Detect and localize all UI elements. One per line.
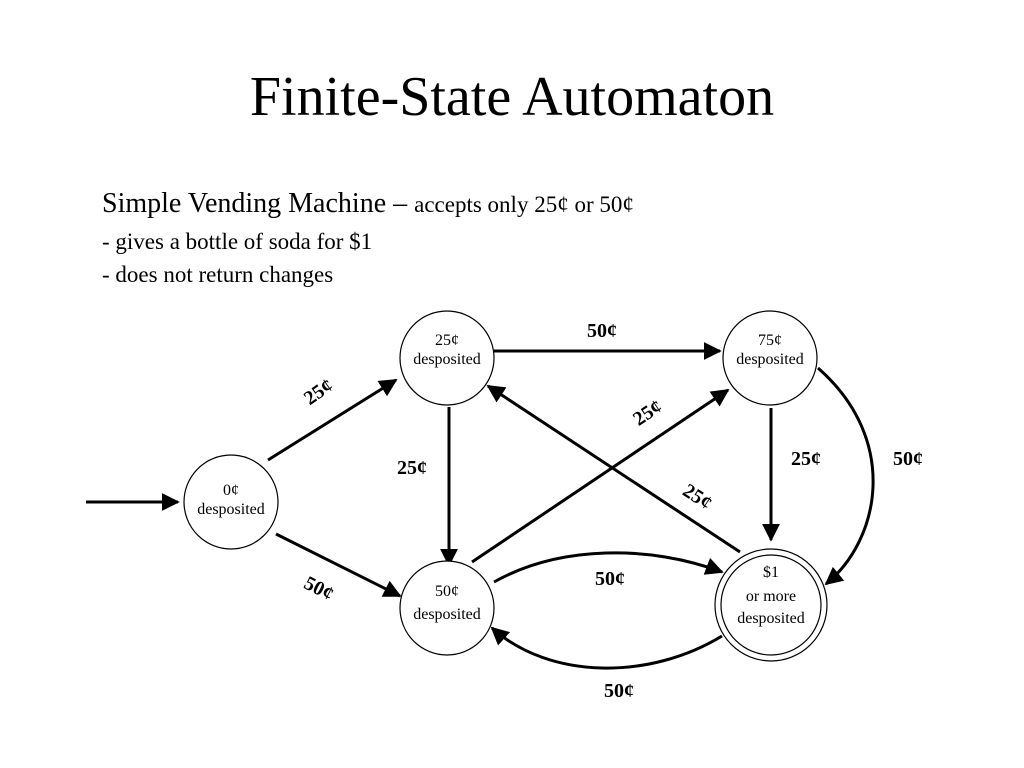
label-s75-s100-curve: 50¢ — [893, 448, 923, 470]
edge-s0-s50 — [275, 532, 402, 598]
edge-s100-s25 — [486, 384, 741, 554]
label-s50-s100: 50¢ — [595, 568, 625, 590]
state-0: 0¢ desposited — [183, 454, 279, 550]
state-100-accepting: $1 or more desposited — [714, 548, 828, 662]
state-100-line1: $1 — [763, 564, 779, 581]
subtitle-detail: accepts only 25¢ or 50¢ — [414, 192, 634, 217]
state-50-line2: desposited — [413, 606, 481, 623]
edge-s50-s100-curve — [493, 551, 724, 584]
label-s75-s100: 25¢ — [791, 448, 821, 470]
label-s100-s25: 25¢ — [679, 480, 716, 515]
state-0-line2: desposited — [197, 501, 265, 518]
state-0-line1: 0¢ — [223, 482, 239, 499]
state-75: 75¢ desposited — [722, 310, 818, 406]
subtitle: Simple Vending Machine – accepts only 25… — [102, 186, 634, 223]
state-100-line3: desposited — [737, 610, 805, 627]
subtitle-main: Simple Vending Machine – — [102, 188, 415, 219]
state-25-line2: desposited — [413, 351, 481, 368]
slide-title: Finite-State Automaton — [249, 66, 775, 128]
label-s50-s75: 25¢ — [629, 396, 666, 431]
label-s25-s75: 50¢ — [587, 320, 617, 342]
state-75-line1: 75¢ — [758, 332, 782, 349]
bullet-no-change: - does not return changes — [102, 262, 334, 287]
edge-s50-s75 — [471, 388, 730, 564]
state-25-line1: 25¢ — [435, 332, 459, 349]
state-25: 25¢ desposited — [399, 310, 495, 406]
state-100-line2: or more — [746, 588, 796, 605]
state-50: 50¢ desposited — [399, 560, 495, 656]
edge-s75-s100-curve — [817, 366, 875, 586]
edge-s0-s25 — [267, 378, 398, 462]
bullet-soda: - gives a bottle of soda for $1 — [102, 229, 373, 254]
state-50-line1: 50¢ — [435, 583, 459, 600]
edge-s100-s50-curve — [490, 626, 723, 670]
label-s100-s50: 50¢ — [604, 680, 634, 702]
state-75-line2: desposited — [736, 351, 804, 368]
label-s0-s50: 50¢ — [300, 572, 337, 605]
label-s25-s50: 25¢ — [397, 457, 427, 479]
label-s0-s25: 25¢ — [300, 374, 337, 409]
